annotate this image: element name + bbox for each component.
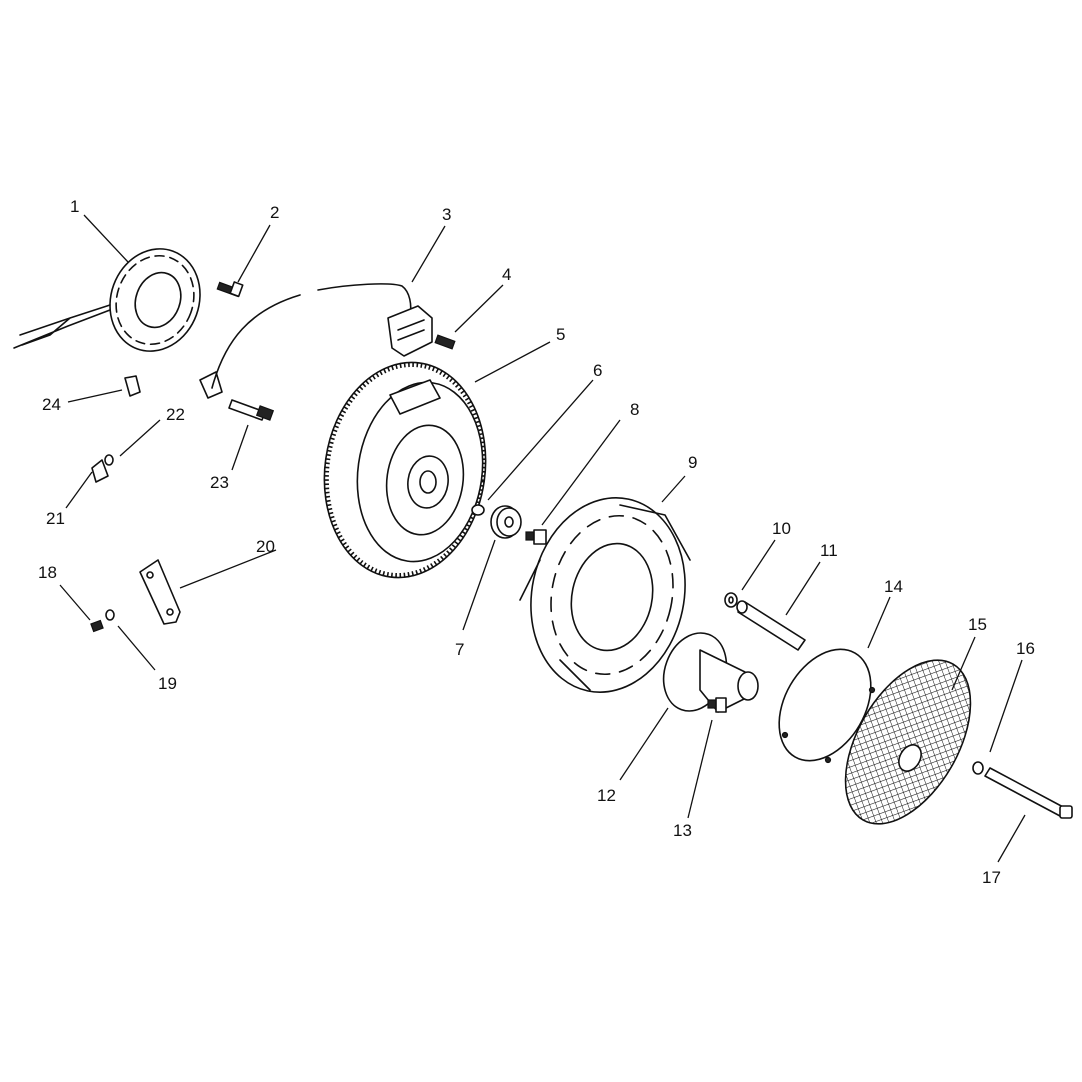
part-19-washer xyxy=(105,609,115,621)
callout-4: 4 xyxy=(502,265,511,284)
callout-17: 17 xyxy=(982,868,1001,887)
callout-16: 16 xyxy=(1016,639,1035,658)
callout-10: 10 xyxy=(772,519,791,538)
callout-22: 22 xyxy=(166,405,185,424)
part-21-clip xyxy=(91,459,109,483)
part-5-flywheel xyxy=(323,361,487,579)
callout-24: 24 xyxy=(42,395,61,414)
callout-21: 21 xyxy=(46,509,65,528)
part-10-washer xyxy=(724,592,738,608)
part-2-screw xyxy=(216,281,244,298)
part-12-hub xyxy=(662,632,759,713)
part-3-ignition-module xyxy=(199,283,433,399)
part-6-key xyxy=(471,504,485,516)
leader-lines xyxy=(59,214,1026,863)
part-20-bracket xyxy=(139,559,181,625)
part-4-screw xyxy=(434,334,456,350)
part-16-washer xyxy=(972,761,984,775)
callout-11: 11 xyxy=(820,541,838,560)
callout-1: 1 xyxy=(70,197,79,216)
callout-19: 19 xyxy=(158,674,177,693)
callout-7: 7 xyxy=(455,640,464,659)
part-22-washer xyxy=(104,454,114,466)
callout-23: 23 xyxy=(210,473,229,492)
callout-15: 15 xyxy=(968,615,987,634)
callout-2: 2 xyxy=(270,203,279,222)
part-1-stator xyxy=(13,248,201,352)
callout-12: 12 xyxy=(597,786,616,805)
part-23-spark-plug xyxy=(228,399,275,421)
callout-18: 18 xyxy=(38,563,57,582)
part-15-screen xyxy=(844,659,972,825)
callout-13: 13 xyxy=(673,821,692,840)
part-13-screw xyxy=(707,697,727,713)
part-18-screw xyxy=(90,619,104,633)
part-7-washer xyxy=(490,505,522,539)
part-11-sleeve xyxy=(736,600,806,651)
callout-20: 20 xyxy=(256,537,275,556)
callout-14: 14 xyxy=(884,577,903,596)
callout-8: 8 xyxy=(630,400,639,419)
callout-6: 6 xyxy=(593,361,602,380)
part-17-bolt xyxy=(984,767,1073,819)
callout-labels: 1 2 3 4 5 6 7 8 9 10 11 12 13 14 15 16 1… xyxy=(38,197,1035,887)
callout-3: 3 xyxy=(442,205,451,224)
part-24-clip xyxy=(124,375,141,397)
callout-5: 5 xyxy=(556,325,565,344)
part-9-fan xyxy=(519,497,691,693)
part-8-nut xyxy=(525,529,547,545)
callout-9: 9 xyxy=(688,453,697,472)
